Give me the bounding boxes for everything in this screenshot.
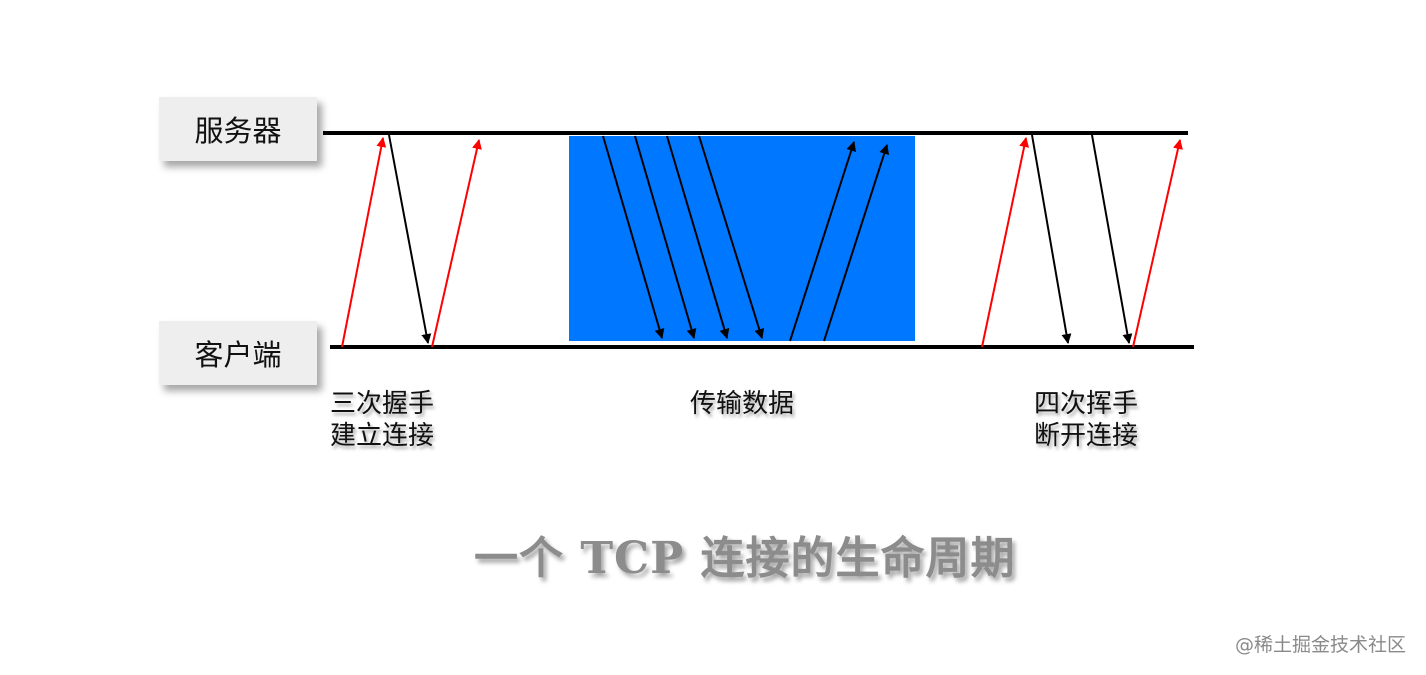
wave-line2: 断开连接 (1034, 421, 1139, 451)
handshake-line1: 三次握手 (330, 389, 435, 419)
wave-fin2-arrow (1091, 134, 1133, 344)
client-node: 客户端 (159, 321, 317, 385)
data-arrow-down-1 (602, 135, 665, 339)
watermark-text: @稀土掘金技术社区 (1234, 634, 1406, 656)
transfer-line1: 传输数据 (690, 389, 795, 419)
wave-phase-label: 四次挥手 断开连接 (1034, 388, 1138, 452)
transfer-phase-label: 传输数据 (690, 388, 794, 420)
data-transfer-region (569, 136, 915, 341)
data-arrow-down-4 (698, 135, 765, 339)
wave-line1: 四次挥手 (1034, 389, 1139, 419)
data-arrow-down-3 (666, 135, 730, 339)
handshake-syn-arrow (341, 137, 387, 348)
handshake-phase-label: 三次握手 建立连接 (330, 388, 434, 452)
data-arrow-up-1 (789, 141, 857, 342)
data-arrow-up-2 (823, 144, 890, 342)
handshake-line2: 建立连接 (330, 421, 435, 451)
handshake-ack-arrow (431, 139, 482, 348)
wave-last-ack-arrow (1132, 139, 1183, 348)
server-node: 服务器 (159, 97, 317, 161)
data-arrow-down-2 (634, 135, 697, 339)
handshake-syn-ack-arrow (388, 134, 432, 344)
client-label: 客户端 (194, 338, 282, 372)
diagram-caption: 一个 TCP 连接的生命周期 (474, 533, 1016, 584)
wave-ack-arrow (1031, 134, 1072, 344)
wave-fin-arrow (981, 137, 1030, 348)
server-label: 服务器 (194, 114, 282, 148)
